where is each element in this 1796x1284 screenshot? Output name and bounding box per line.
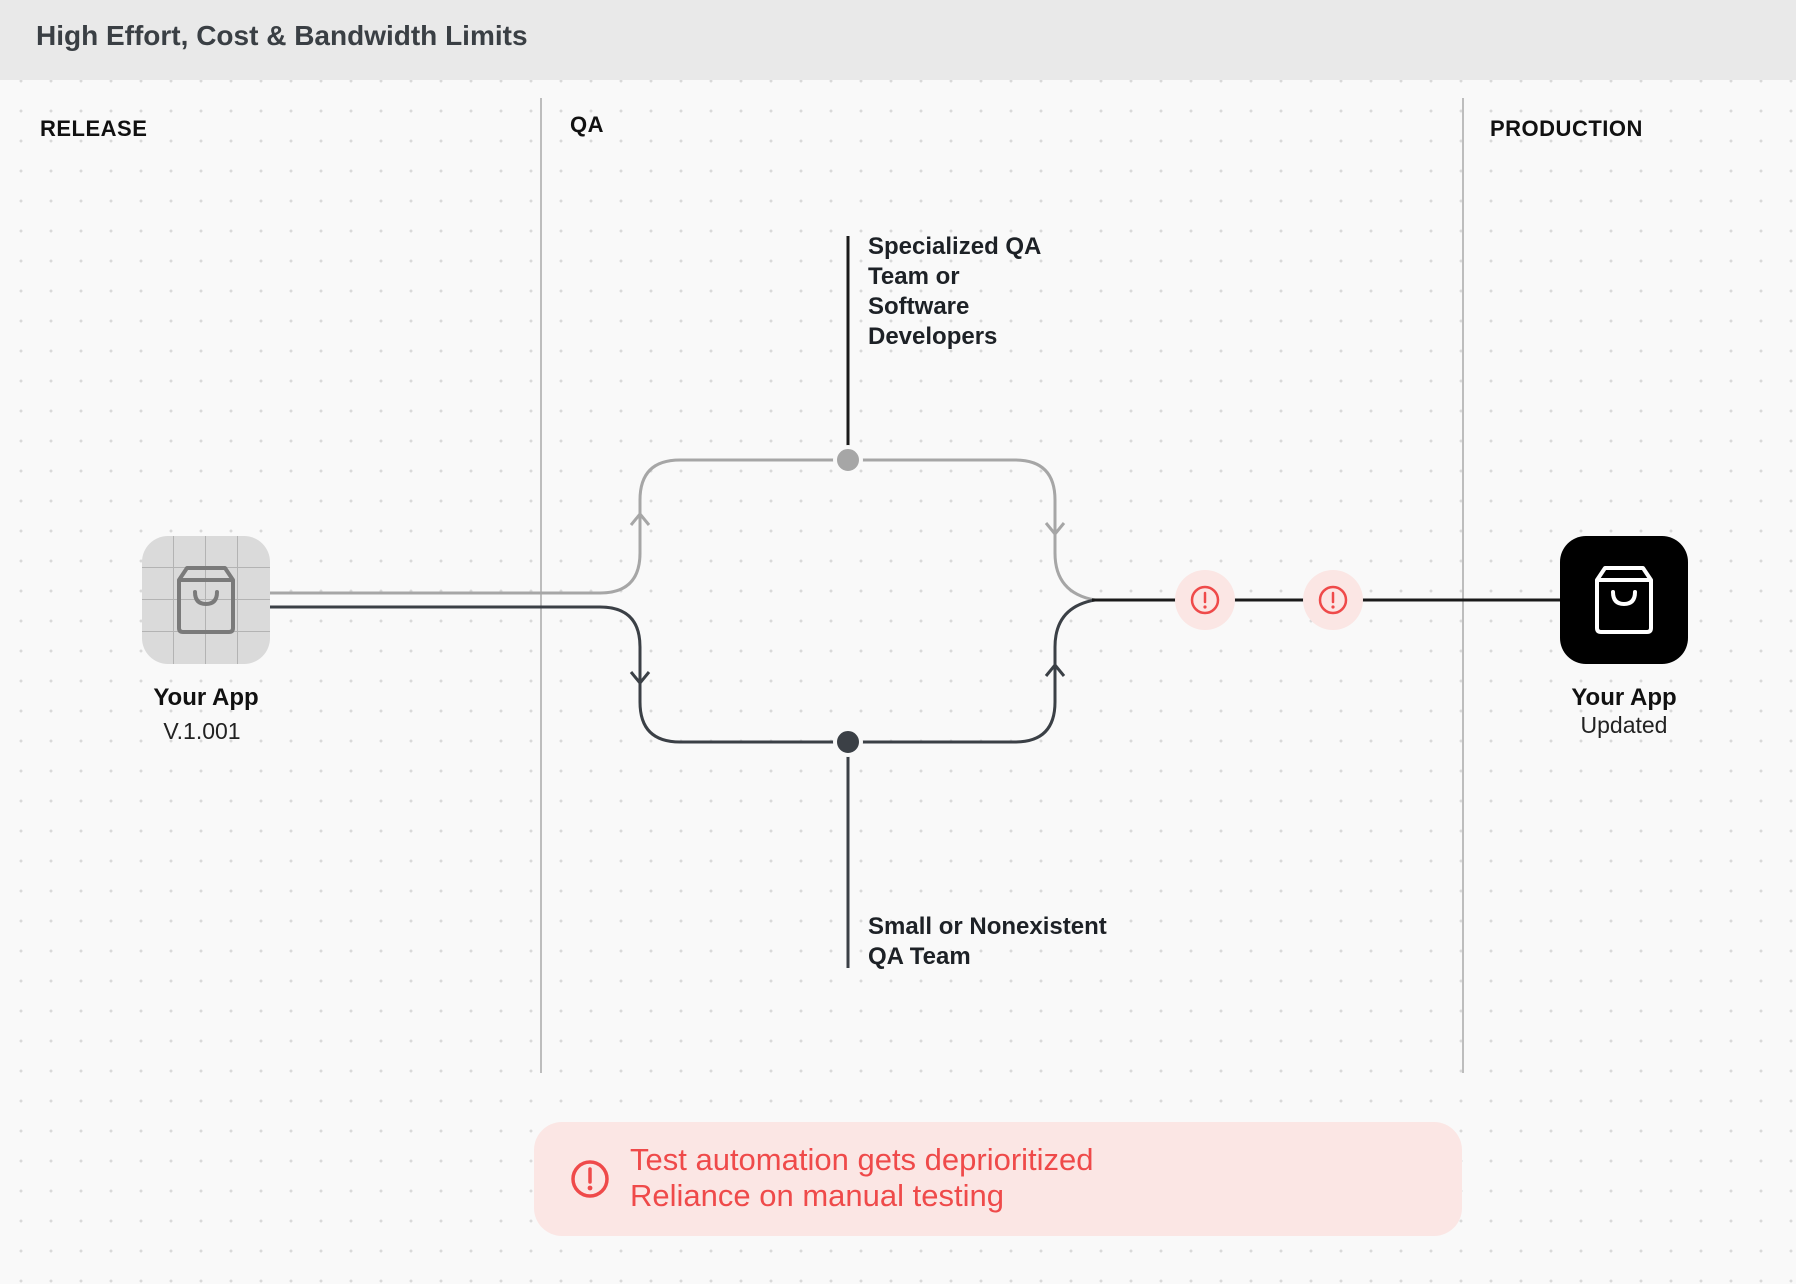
lower-path-label: Small or Nonexistent QA Team (868, 912, 1107, 972)
upper-path-label-line: Specialized QA (868, 233, 1042, 260)
section-label-production: PRODUCTION (1490, 116, 1643, 141)
warning-callout: Test automation gets deprioritized Relia… (534, 1122, 1462, 1236)
lower-arrow-down (629, 671, 651, 686)
alert-marker-1 (1175, 570, 1235, 630)
upper-path-label-line: Software (868, 293, 970, 320)
exclamation-circle-icon (1318, 585, 1348, 615)
page-title: High Effort, Cost & Bandwidth Limits (36, 20, 528, 51)
release-app-name: Your App (153, 684, 259, 711)
upper-path (270, 458, 1096, 602)
alert-marker-2 (1303, 570, 1363, 630)
production-app-status: Updated (1580, 712, 1668, 738)
lower-arrow-up (1044, 662, 1066, 677)
release-app-version: V.1.001 (163, 718, 241, 744)
warning-text: Test automation gets deprioritized Relia… (630, 1142, 1094, 1214)
lower-path-label-line: Small or Nonexistent (868, 913, 1107, 940)
warning-line: Reliance on manual testing (630, 1178, 1004, 1213)
upper-node (833, 445, 863, 475)
release-app-icon (142, 536, 270, 664)
upper-path-label: Specialized QA Team or Software Develope… (868, 232, 1041, 352)
warning-line: Test automation gets deprioritized (630, 1142, 1094, 1177)
upper-arrow-down (1044, 522, 1066, 537)
upper-path-label-line: Developers (868, 323, 998, 350)
section-label-release: RELEASE (40, 116, 148, 141)
shopping-bag-icon (1595, 566, 1653, 634)
lower-path-label-line: QA Team (868, 943, 971, 970)
header-bar: High Effort, Cost & Bandwidth Limits (0, 0, 1796, 80)
exclamation-circle-icon (1190, 585, 1220, 615)
shopping-bag-icon (177, 566, 235, 634)
upper-arrow-up (629, 511, 651, 526)
lower-path (270, 598, 1096, 744)
upper-path-label-line: Team or (868, 263, 960, 290)
exclamation-circle-icon (571, 1160, 609, 1198)
production-app-name: Your App (1571, 684, 1677, 711)
section-label-qa: QA (570, 112, 604, 137)
lower-node (833, 727, 863, 757)
production-app-icon (1560, 536, 1688, 664)
